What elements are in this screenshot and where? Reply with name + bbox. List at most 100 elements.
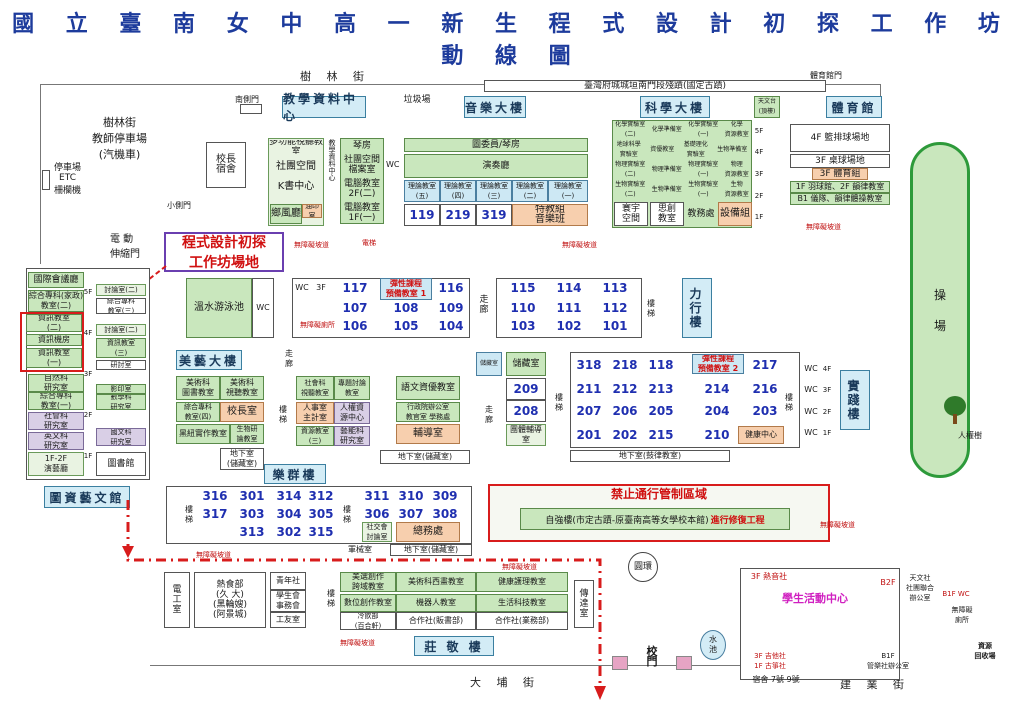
band-office: B1F 管樂社辦公室 bbox=[867, 652, 909, 670]
western-art: 美術科西畫教室 bbox=[396, 572, 476, 592]
music-club: 3F 熱音社 bbox=[750, 572, 788, 581]
hr-office: 人事室 主計室 bbox=[296, 402, 334, 424]
guard-room: 傳 達 室 bbox=[574, 580, 594, 628]
stairs-c: 樓 梯 bbox=[555, 393, 563, 412]
theory-5: 理論教室 (五) bbox=[404, 180, 440, 202]
bio-lab-1: 生物實驗室 (一) bbox=[688, 181, 719, 198]
piano-room: 琴房 bbox=[352, 141, 371, 151]
global-space: 寰宇 空間 bbox=[614, 202, 648, 226]
workshop-venue-label[interactable]: 程式設計初探 工作坊場地 bbox=[164, 232, 284, 272]
lequn-basement: 地下室(儲藏室) bbox=[390, 544, 472, 556]
science-row1: 化學實驗室 (二) 化學準備室 化學實驗室 (一) 化學 資源教室 bbox=[612, 120, 752, 140]
coop-business: 合作社(業務部) bbox=[476, 612, 568, 630]
room-201: 201 bbox=[576, 428, 602, 442]
special-ed-room: 特教組 音樂班 bbox=[512, 204, 588, 226]
chem-resource: 化學 資源教室 bbox=[724, 121, 749, 138]
janitor-room: 工友室 bbox=[270, 612, 306, 628]
club-archive: 社團空間 檔案室 bbox=[343, 155, 380, 175]
pool-wc: WC bbox=[252, 278, 274, 338]
physics-resource: 物理 資源教室 bbox=[724, 161, 749, 178]
equipment-section: 設備組 bbox=[718, 202, 752, 226]
block-c-wc: WC WC WC WC bbox=[804, 358, 818, 444]
elevator-teaching: 電梯 bbox=[362, 239, 376, 247]
room-116: 116 bbox=[438, 281, 464, 295]
south-side-gate: 南側門 bbox=[235, 95, 259, 104]
lib-2f: 2F bbox=[84, 410, 92, 419]
science-row3: 物理實驗室 (二) 物理準備室 物理實驗室 (一) 物理 資源教室 bbox=[612, 160, 752, 180]
floor-2f: 2F bbox=[754, 191, 764, 200]
stairs-arts: 樓 梯 bbox=[279, 405, 287, 424]
room-318: 318 bbox=[576, 358, 602, 372]
room-118: 118 bbox=[648, 358, 674, 372]
science-row4: 生物實驗室 (二) 生物準備室 生物實驗室 (一) 生物 資源教室 bbox=[612, 180, 752, 200]
corridor-a: 走 廊 bbox=[479, 295, 489, 315]
basement-drum: 地下室(鼓律教室) bbox=[570, 450, 730, 462]
workshop-room-highlight[interactable] bbox=[20, 312, 84, 372]
group-counseling: 團體輔導室 bbox=[506, 424, 546, 446]
seminar-room: 研討室 bbox=[96, 360, 146, 370]
room-301: 301 bbox=[239, 489, 265, 503]
discussion-2b: 討論室(二) bbox=[96, 324, 146, 336]
copy-room: 影印室 bbox=[96, 384, 146, 394]
room-213: 213 bbox=[648, 382, 674, 396]
gym-3f: 3F 桌球場地 bbox=[790, 154, 890, 168]
armory: 軍械室 bbox=[348, 545, 372, 554]
library-room: 圖書館 bbox=[96, 452, 146, 476]
room-302: 302 bbox=[276, 525, 302, 539]
gym-3f-office: 3F 體育組 bbox=[812, 168, 868, 180]
art-library: 美術科 圖書教室 bbox=[176, 376, 220, 400]
room-101: 101 bbox=[602, 319, 628, 333]
lib-5f: 5F bbox=[84, 288, 92, 297]
intl-conference: 國際會議廳 bbox=[28, 272, 84, 288]
accessible-toilet: 無障礙 廁所 bbox=[951, 606, 973, 624]
admin-office: 行政院辦公室 教官室 學務處 bbox=[396, 402, 460, 422]
chem-prep: 化學準備室 bbox=[651, 126, 682, 133]
room-207: 207 bbox=[576, 404, 602, 418]
room-102: 102 bbox=[556, 319, 582, 333]
room-313: 313 bbox=[239, 525, 265, 539]
chem-lab-2: 化學實驗室 (二) bbox=[615, 121, 646, 138]
earth-lab: 地球科學 實驗室 bbox=[616, 141, 641, 158]
room-119: 119 bbox=[404, 204, 440, 226]
room-311: 311 bbox=[364, 489, 390, 503]
b1f-wc: B1F WC bbox=[942, 590, 970, 598]
main-gate[interactable]: 校 門 bbox=[646, 645, 658, 668]
stairs-lq2: 樓 梯 bbox=[343, 505, 351, 524]
science-research: 自然科 研究室 bbox=[28, 374, 84, 392]
roundabout: 圓環 bbox=[628, 552, 658, 582]
youth-club: 青年社 bbox=[270, 572, 306, 590]
room-319: 319 bbox=[476, 204, 512, 226]
general-room-3: 綜合專科 教室(三) bbox=[96, 298, 146, 314]
lib-1f: 1F bbox=[84, 451, 92, 460]
teaching-center-col2 bbox=[340, 138, 384, 224]
boundary-bottom bbox=[150, 665, 740, 666]
etc-parking: 停車場 ETC 柵欄機 bbox=[54, 163, 82, 196]
room-218: 218 bbox=[612, 358, 638, 372]
room-217: 217 bbox=[752, 358, 778, 372]
elective-room-1: 彈性課程 預備教室 1 bbox=[380, 278, 432, 300]
toilet-a: 無障礙廁所 bbox=[300, 321, 335, 329]
floor-1f: 1F bbox=[754, 213, 764, 222]
room-114: 114 bbox=[556, 281, 582, 295]
south-gate-shape bbox=[240, 104, 262, 114]
arts-research: 藝能科 研究室 bbox=[334, 426, 370, 446]
lequn-building-title: 樂群樓 bbox=[264, 464, 326, 484]
room-308: 308 bbox=[432, 507, 458, 521]
theory-2: 理論教室 (二) bbox=[512, 180, 548, 202]
lib-3f: 3F bbox=[84, 369, 92, 378]
student-center-title: 學生活動中心 bbox=[782, 592, 848, 605]
wc-c-3: WC bbox=[804, 385, 818, 395]
gym-side-gate: 體育館門 bbox=[810, 71, 842, 80]
arts-basement: 地下室 (儲藏室) bbox=[220, 448, 264, 470]
lixing-building: 力 行 樓 bbox=[682, 278, 712, 338]
cafeteria: 熱食部 (久 大) (黑輪嫂) (阿景城) bbox=[194, 572, 266, 628]
room-212: 212 bbox=[612, 382, 638, 396]
gym-title: 體育館 bbox=[826, 96, 882, 118]
b2f: B2F bbox=[880, 578, 896, 587]
room-309: 309 bbox=[432, 489, 458, 503]
street-bottom: 大 埔 街 bbox=[470, 676, 540, 689]
human-rights-tree: 人權樹 bbox=[958, 431, 982, 440]
power-room-box bbox=[164, 572, 190, 628]
gym-b1: B1 儀隊、韻律體操教室 bbox=[790, 193, 890, 205]
